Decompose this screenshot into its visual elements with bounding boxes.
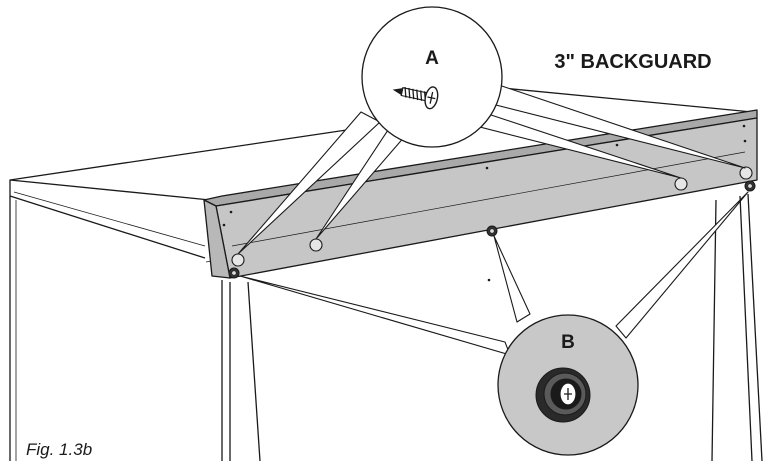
rivet [485,166,489,170]
cabinet-top-front-edge-inner [13,191,206,247]
screw-drive [427,91,436,104]
screw-tip [392,87,404,96]
screw-hole [674,177,688,191]
screw-hole [231,253,245,267]
callout-a-circle [361,6,503,148]
cabinet-front-post-right [711,193,763,461]
grommet-screws [228,180,756,279]
callout-a-label: A [425,48,439,69]
callout-b-pointers [239,191,749,356]
rivet [615,143,619,147]
screw-hole [309,238,323,252]
figure-caption: Fig. 1.3b [26,440,92,459]
rivet [743,139,747,143]
callout-a: A [237,6,746,255]
diagram-title: 3" BACKGUARD [554,51,711,73]
callout-b-pointer [239,275,511,356]
backguard-rivets [222,124,747,282]
backguard-end-cap [203,199,231,279]
screw-threads [404,87,427,102]
backguard-groove [231,151,746,247]
rivet [222,223,226,227]
cabinet-front-post-left [221,280,261,461]
screw-hole [739,166,753,180]
grommet-screw-icon [535,367,591,423]
rivet [229,210,233,214]
screw-icon [392,86,439,110]
callout-b-label: B [561,332,575,353]
callout-b-pointer [493,235,531,323]
callout-a-pointer [237,111,381,255]
callout-a-pointers [237,81,746,255]
grommet-screw [486,225,498,237]
callout-b: B [239,191,749,456]
callout-b-pointer [615,191,749,339]
caption-backdrop [22,432,120,461]
rivet [487,278,491,282]
grommet-screw [744,180,756,192]
backguard-holes [231,166,753,267]
screw-drive [564,388,572,400]
rivet [742,124,746,128]
grommet-screw [228,267,240,279]
